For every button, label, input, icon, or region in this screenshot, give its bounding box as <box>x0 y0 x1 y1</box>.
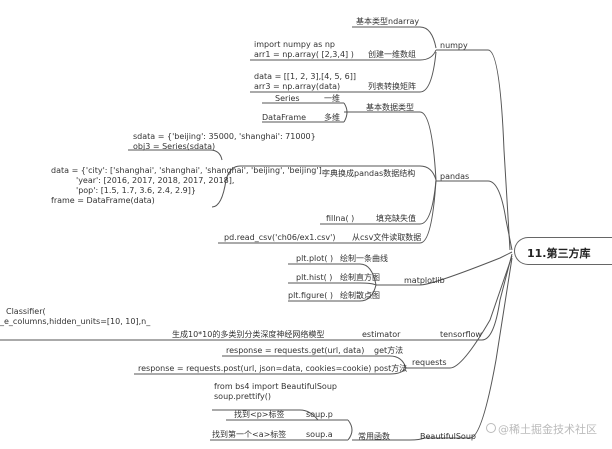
matplotlib-figure[interactable]: plt.figure( ) <box>288 291 333 300</box>
watermark-logo-icon <box>486 423 496 433</box>
root-node[interactable]: 11.第三方库 <box>514 237 612 265</box>
pandas-sdata-1: sdata = {'beijing': 35000, 'shanghai': 7… <box>133 132 316 141</box>
watermark-text: @稀土掘金技术社区 <box>498 423 597 436</box>
bs-node[interactable]: BeautifulSoup <box>420 432 476 441</box>
pandas-frame-2: 'year': [2016, 2017, 2018, 2017, 2018], <box>76 176 235 185</box>
bs-import-code: from bs4 import BeautifulSoup <box>214 382 337 391</box>
link-pandas-root <box>436 180 513 251</box>
link-numpy-create <box>250 49 437 61</box>
tensorflow-desc: 生成10*10的多类别分类深度神经网络模型 <box>172 330 325 339</box>
pandas-readcsv-label: 从csv文件读取数据 <box>352 233 422 242</box>
link-pandas-basic <box>344 111 437 181</box>
matplotlib-node[interactable]: matplotlib <box>404 276 445 285</box>
link-bs-soup-join <box>347 419 353 441</box>
pandas-fillna-label: 填充缺失值 <box>376 214 416 223</box>
pandas-basic-type[interactable]: 基本数据类型 <box>366 103 414 112</box>
requests-get-label[interactable]: get方法 <box>374 346 404 355</box>
tensorflow-node[interactable]: tensorflow <box>440 330 482 339</box>
numpy-basic-type[interactable]: 基本类型ndarray <box>356 17 420 26</box>
matplotlib-hist[interactable]: plt.hist( ) <box>296 273 333 282</box>
link-requests-root <box>406 255 513 369</box>
bs-common-functions[interactable]: 常用函数 <box>358 432 390 441</box>
pandas-fillna[interactable]: fillna( ) <box>326 214 355 223</box>
requests-get-code: response = requests.get(url, data) <box>226 346 365 355</box>
tensorflow-code-1: Classifier( <box>6 307 46 316</box>
link-matplotlib-root <box>376 251 513 286</box>
tensorflow-code-2: _e_columns,hidden_units=[10, 10],n_ <box>0 317 151 326</box>
numpy-list-code-1: data = [[1, 2, 3],[4, 5, 6]] <box>254 72 356 81</box>
link-pandas-sdata <box>128 149 223 161</box>
numpy-create-code-2: arr1 = np.array( [2,3,4] ) <box>254 50 354 59</box>
numpy-node[interactable]: numpy <box>440 41 468 50</box>
pandas-frame-3: 'pop': [1.5, 1.7, 3.6, 2.4, 2.9]} <box>76 186 196 195</box>
pandas-sdata-2: obj3 = Series(sdata) <box>133 142 216 151</box>
pandas-series-desc: 一维 <box>324 94 340 103</box>
pandas-frame-1: data = {'city': ['shanghai', 'shanghai',… <box>51 166 325 175</box>
link-tf-root <box>440 253 513 341</box>
pandas-dataframe-desc: 多维 <box>324 113 340 122</box>
link-numpy-root <box>436 49 511 251</box>
pandas-frame-4: frame = DataFrame(data) <box>51 196 155 205</box>
link-post <box>134 367 407 375</box>
requests-node[interactable]: requests <box>412 358 447 367</box>
pandas-dict-label[interactable]: 字典换成pandas数据结构 <box>322 169 416 178</box>
link-figure <box>288 284 377 302</box>
link-hist <box>288 282 377 286</box>
link-numpy-basic <box>352 26 437 49</box>
bs-find-p: 找到<p>标签 <box>234 410 285 419</box>
link-plot <box>288 263 377 286</box>
pandas-series[interactable]: Series <box>275 94 300 103</box>
bs-soup-a[interactable]: soup.a <box>306 430 333 439</box>
matplotlib-plot[interactable]: plt.plot( ) <box>296 254 334 263</box>
numpy-create-label[interactable]: 创建一维数组 <box>368 50 416 59</box>
link-bs-root <box>424 257 513 439</box>
root-label: 11.第三方库 <box>527 247 591 260</box>
matplotlib-figure-label: 绘制散点图 <box>340 291 380 300</box>
pandas-readcsv[interactable]: pd.read_csv('ch06/ex1.csv') <box>224 233 336 242</box>
requests-post-label[interactable]: post方法 <box>374 364 408 373</box>
bs-prettify: soup.prettify() <box>214 392 272 401</box>
matplotlib-hist-label: 绘制直方图 <box>340 273 380 282</box>
pandas-node[interactable]: pandas <box>440 172 470 181</box>
link-get <box>222 355 407 369</box>
link-pandas-dict <box>211 165 437 208</box>
requests-post-code: response = requests.post(url, json=data,… <box>138 364 372 373</box>
link-bs-import <box>212 409 319 421</box>
link-numpy-list <box>250 51 437 93</box>
numpy-list-label[interactable]: 列表转换矩阵 <box>368 82 416 91</box>
tensorflow-estimator[interactable]: estimator <box>362 330 401 339</box>
numpy-create-code-1: import numpy as np <box>254 40 336 49</box>
numpy-list-code-2: arr3 = np.array(data) <box>254 82 341 91</box>
pandas-dataframe[interactable]: DataFrame <box>262 113 307 122</box>
matplotlib-plot-label: 绘制一条曲线 <box>340 254 388 263</box>
bs-soup-p[interactable]: soup.p <box>306 410 333 419</box>
bs-find-a: 找到第一个<a>标签 <box>212 430 287 439</box>
link-bs-common <box>352 437 425 441</box>
link-pandas-readcsv <box>218 179 437 244</box>
